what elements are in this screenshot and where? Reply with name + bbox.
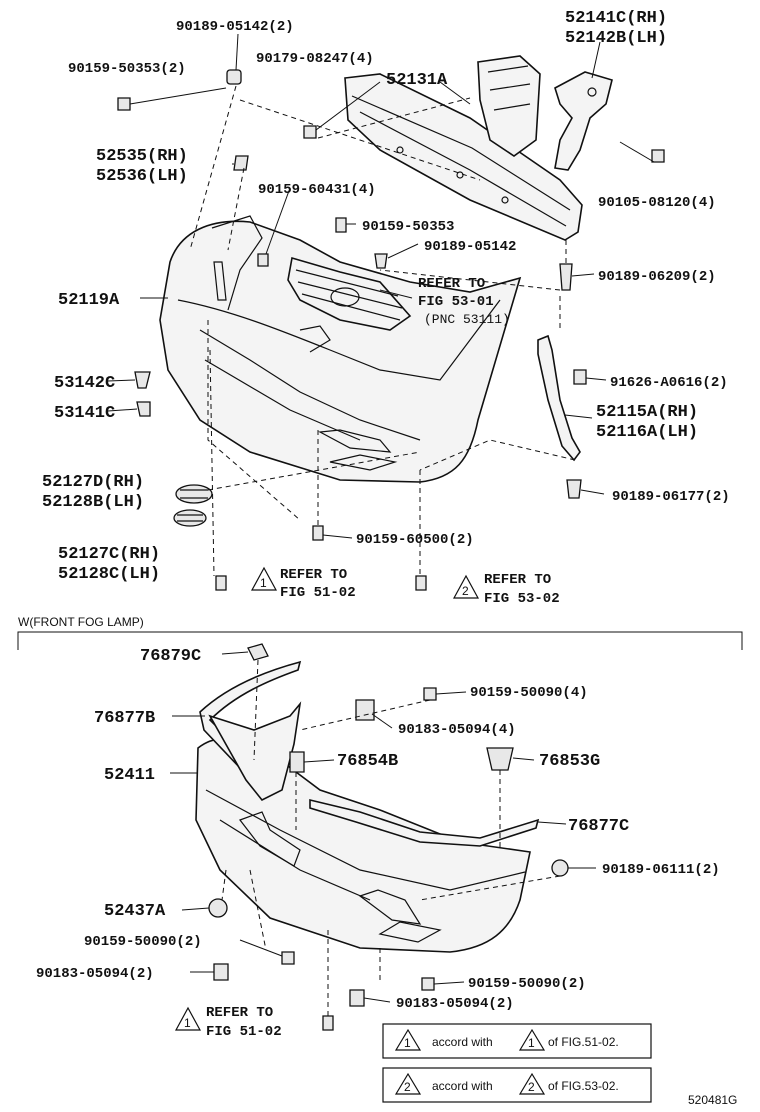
refer-53-01-line1: REFER TO [418,276,485,292]
label-90159-50353-2: 90159-50353(2) [68,61,186,77]
label-52131A: 52131A [386,71,448,90]
warning-triangle-icon [174,1006,202,1031]
warning-triangle-icon [394,1028,422,1051]
svg-text:FIG 53-02: FIG 53-02 [484,591,560,607]
bracket-drawing-rh-lh [477,55,613,171]
svg-text:2: 2 [404,1080,411,1094]
label-53142C: 53142C [54,374,115,393]
svg-text:1: 1 [260,576,267,590]
label-52116A: 52116A(LH) [596,423,698,442]
nut-icon [226,69,242,85]
refer-note-1-lower: 1 REFER TO FIG 51-02 [174,1005,282,1040]
upper-fasteners [117,69,665,591]
label-76877B: 76877B [94,709,155,728]
front-bumper-cover-drawing [159,215,522,483]
legend-note-1: 1 accord with 1 of FIG.51-02. [382,1023,652,1059]
label-90159-60500: 90159-60500(2) [356,532,474,548]
svg-text:REFER TO: REFER TO [484,572,551,588]
svg-text:2: 2 [528,1080,535,1094]
upper-leader-lines [107,33,655,577]
label-90179-08247: 90179-08247(4) [256,51,374,67]
label-52119A: 52119A [58,291,120,310]
svg-text:REFER TO: REFER TO [280,567,347,583]
label-52141C: 52141C(RH) [565,9,667,28]
bumper-reinforcement-drawing [344,73,583,241]
label-52127D: 52127D(RH) [42,473,144,492]
label-76853G: 76853G [539,752,600,771]
svg-text:accord with: accord with [432,1079,493,1093]
label-90183-05094-2b: 90183-05094(2) [396,996,514,1012]
refer-53-01-line3: (PNC 53111) [424,312,510,327]
label-52536: 52536(LH) [96,167,188,186]
figure-code: 520481G [688,1093,737,1107]
label-90189-05142: 90189-05142 [424,239,516,255]
svg-text:of FIG.51-02.: of FIG.51-02. [548,1035,619,1049]
label-76854B: 76854B [337,752,398,771]
label-90159-50090-4: 90159-50090(4) [470,685,588,701]
label-52437A: 52437A [104,902,166,921]
label-90159-50353: 90159-50353 [362,219,454,235]
svg-text:FIG 51-02: FIG 51-02 [206,1024,282,1040]
label-52127C: 52127C(RH) [58,545,160,564]
label-52535: 52535(RH) [96,147,188,166]
section-bracket-line [17,631,743,650]
upper-molding-76877B-drawing [199,660,302,802]
label-76879C: 76879C [140,647,201,666]
svg-text:1: 1 [528,1036,535,1050]
label-53141C: 53141C [54,404,115,423]
lower-fasteners [208,643,569,1031]
warning-triangle-icon [452,574,480,599]
label-91626-A0616: 91626-A0616(2) [610,375,728,391]
label-52142B: 52142B(LH) [565,29,667,48]
warning-triangle-icon [250,566,278,591]
bolt-icon [117,97,131,111]
side-retainer-drawing [537,334,581,462]
side-molding-76877C-drawing [309,798,540,847]
label-90159-60431: 90159-60431(4) [258,182,376,198]
label-52128C: 52128C(LH) [58,565,160,584]
label-90189-06111: 90189-06111(2) [602,862,720,878]
radiator-grille-drawing [287,256,412,331]
label-90183-05094-2a: 90183-05094(2) [36,966,154,982]
svg-text:1: 1 [184,1016,191,1030]
warning-triangle-icon [394,1072,422,1095]
svg-text:1: 1 [404,1036,411,1050]
svg-text:REFER TO: REFER TO [206,1005,273,1021]
label-90105-08120: 90105-08120(4) [598,195,716,211]
svg-text:accord with: accord with [432,1035,493,1049]
label-90189-06177: 90189-06177(2) [612,489,730,505]
label-90189-05142-2: 90189-05142(2) [176,19,294,35]
label-90189-06209: 90189-06209(2) [598,269,716,285]
svg-text:2: 2 [462,584,469,598]
label-90183-05094-4: 90183-05094(4) [398,722,516,738]
refer-note-1-upper: 1 REFER TO FIG 51-02 [250,566,356,601]
refer-note-2-upper: 2 REFER TO FIG 53-02 [452,572,560,607]
label-90159-50090-2a: 90159-50090(2) [84,934,202,950]
label-76877C: 76877C [568,817,629,836]
svg-text:of FIG.53-02.: of FIG.53-02. [548,1079,619,1093]
label-52411: 52411 [104,766,155,785]
warning-triangle-icon [518,1028,546,1051]
warning-triangle-icon [518,1072,546,1095]
lower-leader-lines [170,651,596,1016]
label-52128B: 52128B(LH) [42,493,144,512]
section-title-front-fog-lamp: W(FRONT FOG LAMP) [18,615,144,629]
svg-text:FIG 51-02: FIG 51-02 [280,585,356,601]
label-52115A: 52115A(RH) [596,403,698,422]
legend-note-2: 2 accord with 2 of FIG.53-02. [382,1067,652,1103]
clip-icon [247,643,269,661]
refer-53-01-line2: FIG 53-01 [418,294,494,310]
label-90159-50090-2b: 90159-50090(2) [468,976,586,992]
